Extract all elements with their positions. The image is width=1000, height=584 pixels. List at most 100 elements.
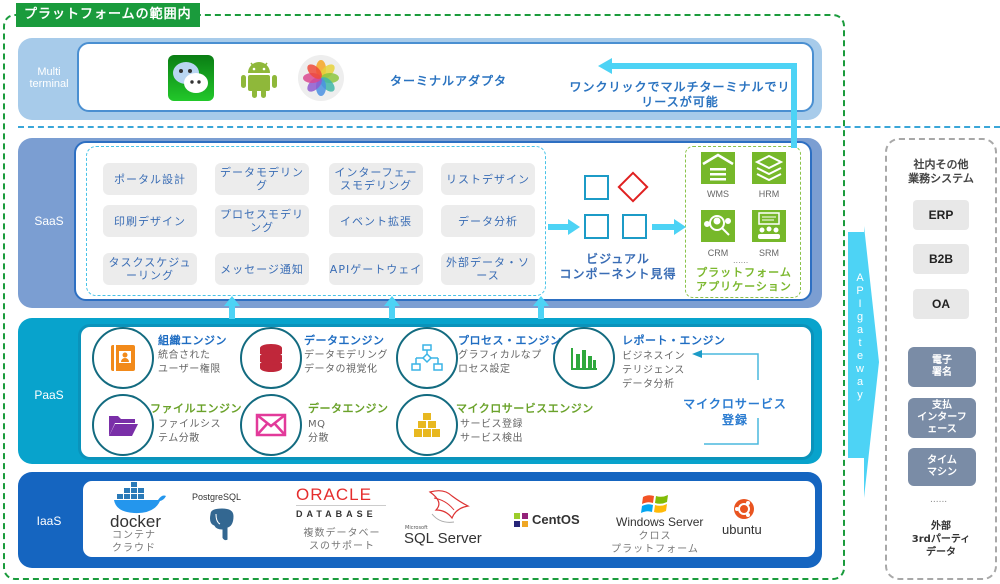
centos-icon — [514, 513, 528, 527]
microservice-register-label: マイクロサービス 登録 — [683, 397, 787, 427]
platform-scope-label: プラットフォームの範囲内 — [16, 3, 200, 27]
photos-icon — [298, 55, 344, 101]
external-systems-group — [885, 138, 997, 580]
oracle-database-text: DATABASE — [296, 509, 377, 519]
app-name-srm: SRM — [759, 248, 779, 258]
engine-title: 組織エンジン — [158, 334, 227, 347]
system-erp: ERP — [913, 200, 969, 230]
boxes-stack-icon — [414, 413, 440, 437]
docker-whale-icon — [114, 482, 166, 514]
iaas-label: IaaS — [36, 514, 62, 528]
android-icon — [236, 55, 282, 101]
microservice-register-connector — [692, 350, 759, 445]
envelope-icon — [255, 413, 287, 437]
system-b2b: B2B — [913, 244, 969, 274]
folder-icon — [109, 416, 138, 436]
engine-title: マイクロサービスエンジン — [456, 402, 594, 415]
sql-server-icon — [428, 490, 470, 523]
external-more: ...... — [930, 495, 948, 505]
engine-icon-circle — [92, 394, 154, 456]
multi-terminal-label: Multi terminal — [29, 66, 69, 90]
ubuntu-logo-text: ubuntu — [722, 522, 762, 537]
warehouse-icon — [701, 152, 735, 184]
oracle-logo-text: ORACLE — [296, 485, 372, 504]
saas-item: タスクスケジューリング — [103, 253, 197, 285]
engine-desc: サービス登録 サービス検出 — [460, 419, 523, 444]
saas-label: SaaS — [34, 214, 64, 228]
engine-icon-circle — [92, 327, 154, 389]
engine-title: データエンジン — [308, 402, 389, 415]
app-name-wms: WMS — [707, 189, 729, 199]
api-gateway-label: A P I g a t e w a y — [856, 272, 864, 401]
bar-chart-icon — [571, 348, 597, 370]
app-name-hrm: HRM — [758, 189, 780, 199]
saas-item: 外部データ・ソース — [441, 253, 535, 285]
system-oa: OA — [913, 289, 969, 319]
engine-desc: ビジネスイン テリジェンス データ分析 — [622, 351, 685, 390]
terminal-adapter-label: ターミナルアダプタ — [390, 74, 508, 88]
engine-icon-circle — [396, 327, 458, 389]
terminal-separator-line — [18, 126, 1000, 128]
contacts-book-icon — [111, 345, 135, 371]
wechat-icon — [168, 55, 214, 101]
iaas-panel — [80, 478, 818, 560]
engine-icon-circle — [553, 327, 615, 389]
service-time-machine: タイム マシン — [908, 448, 976, 486]
platform-apps-more: ...... — [733, 256, 749, 265]
windows-desc: クロス プラットフォーム — [611, 531, 699, 555]
database-icon — [260, 344, 282, 372]
ubuntu-icon — [734, 499, 754, 519]
saas-item: 印刷デザイン — [103, 205, 197, 237]
windows-server-logo-text: Windows Server — [616, 515, 704, 529]
docker-logo-text: docker — [110, 512, 162, 531]
service-payment-interface: 支払 インターフ ェース — [908, 398, 976, 438]
visual-component-square — [584, 175, 609, 200]
paas-label: PaaS — [34, 388, 64, 402]
saas-item: プロセスモデリング — [215, 205, 309, 237]
visual-component-square — [622, 214, 647, 239]
visual-component-square — [584, 214, 609, 239]
engine-title: プロセス・エンジン — [458, 334, 562, 347]
platform-apps-label: プラットフォーム アプリケーション — [696, 266, 792, 293]
saas-item: APIゲートウェイ — [329, 253, 423, 285]
saas-features-group — [86, 146, 546, 296]
engine-icon-circle — [240, 394, 302, 456]
engine-desc: 統合された ユーザー権限 — [158, 350, 221, 375]
customer-search-icon — [701, 210, 735, 242]
engine-icon-circle — [396, 394, 458, 456]
saas-item: インターフェースモデリング — [329, 163, 423, 195]
external-systems-title: 社内その他 業務システム — [908, 158, 974, 185]
engine-desc: グラフィカルなプ ロセス設定 — [458, 350, 542, 375]
engine-icon-circle — [240, 327, 302, 389]
saas-item: データモデリング — [215, 163, 309, 195]
platform-scope-boundary — [3, 14, 845, 580]
oracle-desc: 複数データベー スのサポート — [303, 528, 381, 552]
saas-item: メッセージ通知 — [215, 253, 309, 285]
microsoft-small-text: Microsoft — [405, 525, 428, 531]
engine-desc: データモデリング データの視覚化 — [304, 350, 388, 375]
windows-flag-icon — [641, 495, 668, 513]
docker-desc: コンテナ クラウド — [112, 530, 156, 554]
one-click-release-label: ワンクリックでマルチターミナルでリリースが可能 — [569, 80, 791, 109]
saas-item: イベント拡張 — [329, 205, 423, 237]
engine-desc: MQ 分散 — [308, 419, 329, 444]
service-e-signature: 電子 署名 — [908, 347, 976, 387]
flowchart-icon — [411, 344, 443, 371]
saas-item: データ分析 — [441, 205, 535, 237]
saas-item: ポータル設計 — [103, 163, 197, 195]
app-name-crm: CRM — [707, 248, 729, 258]
layers-icon — [752, 152, 786, 184]
centos-logo-text: CentOS — [532, 512, 580, 527]
engine-title: ファイルエンジン — [150, 402, 242, 415]
postgresql-logo-text: PostgreSQL — [192, 492, 242, 502]
third-party-data-label: 外部 3rdパーティ データ — [911, 521, 971, 558]
postgresql-elephant-icon — [209, 507, 235, 542]
sql-server-logo-text: SQL Server — [404, 530, 482, 547]
oracle-divider — [296, 505, 386, 506]
saas-item: リストデザイン — [441, 163, 535, 195]
engine-title: データエンジン — [304, 334, 385, 347]
engine-desc: ファイルシス テム分散 — [158, 419, 221, 444]
supplier-meeting-icon — [752, 210, 786, 242]
engine-title: レポート・エンジン — [622, 334, 726, 347]
visual-component-label: ビジュアル コンポーネント見得 — [559, 252, 677, 281]
